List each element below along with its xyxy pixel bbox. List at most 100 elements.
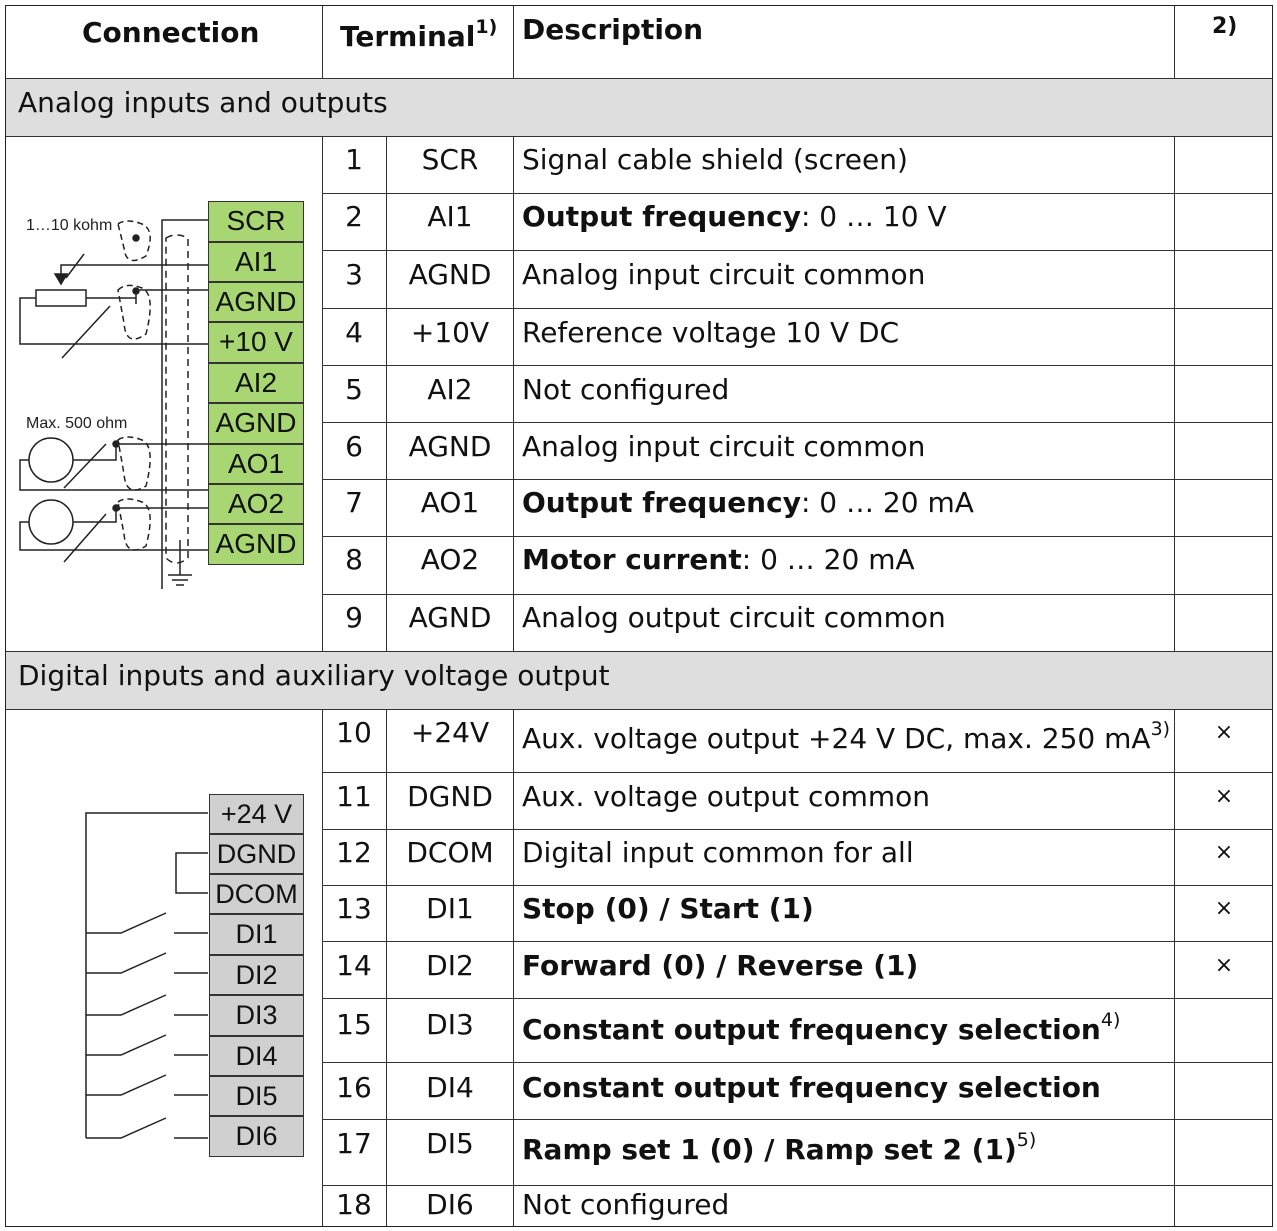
terminal-block-scr: SCR xyxy=(208,201,304,242)
row-description-text: Not configured xyxy=(522,373,730,406)
row-description-bold: Output frequency xyxy=(522,486,801,519)
row-description: Not configured xyxy=(522,374,729,406)
terminal-block-ai2: AI2 xyxy=(208,363,304,403)
row-description: Motor current: 0 … 20 mA xyxy=(522,544,915,576)
row-description-text: Signal cable shield (screen) xyxy=(522,143,908,176)
switch-di1-icon xyxy=(86,912,208,934)
row-description: Analog input circuit common xyxy=(522,431,925,463)
row-terminal: SCR xyxy=(421,143,479,176)
row-description: Output frequency: 0 … 20 mA xyxy=(522,487,974,519)
rule-col-terminal xyxy=(513,136,514,651)
switch-di5-icon xyxy=(86,1074,208,1096)
row-description: Stop (0) / Start (1) xyxy=(522,893,814,925)
row-number: 13 xyxy=(336,892,372,925)
ao1-return xyxy=(19,459,208,491)
pot-wire-left xyxy=(19,297,208,345)
row-number: 14 xyxy=(336,949,372,982)
rule-row xyxy=(322,1185,1272,1186)
rule-col-num xyxy=(386,709,387,1226)
row-description: Output frequency: 0 … 10 V xyxy=(522,201,947,233)
row-terminal: AI2 xyxy=(427,373,473,406)
switch-di2-icon xyxy=(86,952,208,974)
row-number: 1 xyxy=(345,143,363,176)
rule-row xyxy=(322,422,1272,423)
row-number: 10 xyxy=(336,716,372,749)
terminal-block-dgnd: DGND xyxy=(209,834,304,874)
pot-wire-right xyxy=(86,297,137,304)
row-description: Digital input common for all xyxy=(522,837,914,869)
row-number: 12 xyxy=(336,836,372,869)
row-number: 2 xyxy=(345,200,363,233)
switch-di6-icon xyxy=(86,1117,208,1139)
meter-1-icon xyxy=(28,437,74,483)
row-description-text: Aux. voltage output +24 V DC, max. 250 m… xyxy=(522,722,1151,755)
row-description-text: Analog input circuit common xyxy=(522,430,926,463)
shield-loop xyxy=(165,234,189,564)
terminal-block-dcom: DCOM xyxy=(209,874,304,914)
rule-row xyxy=(322,998,1272,999)
switch-di3-icon xyxy=(86,994,208,1016)
row-number: 7 xyxy=(345,486,363,519)
rule-row xyxy=(322,365,1272,366)
ground-icon xyxy=(168,540,192,586)
row-terminal: DI6 xyxy=(426,1188,474,1221)
row-description-text: Reference voltage 10 V DC xyxy=(522,316,900,349)
aux-24v-wire xyxy=(85,812,208,1138)
rule-row xyxy=(322,193,1272,194)
row-number: 4 xyxy=(345,316,363,349)
header-terminal: Terminal1) xyxy=(340,18,497,54)
twisted-pair-1 xyxy=(117,220,151,262)
row-description: Constant output frequency selection xyxy=(522,1072,1101,1104)
rule-row xyxy=(322,885,1272,886)
row-footnote: 5) xyxy=(1016,1129,1037,1151)
rule-row xyxy=(322,829,1272,830)
row-description-text: Analog output circuit common xyxy=(522,601,946,634)
row-mark: × xyxy=(1214,720,1234,745)
terminal-block-di6: DI6 xyxy=(209,1116,304,1157)
row-number: 11 xyxy=(336,780,372,813)
potentiometer-icon xyxy=(35,289,87,307)
rule-analog-section-bottom xyxy=(6,136,1272,137)
rule-col-terminal xyxy=(513,709,514,1226)
meter-2-icon xyxy=(28,499,74,545)
rule-row xyxy=(322,941,1272,942)
row-description-bold: Motor current xyxy=(522,543,742,576)
header-connection: Connection xyxy=(82,16,260,49)
row-description-text: Not configured xyxy=(522,1188,730,1221)
digital-wiring-diagram xyxy=(85,812,208,1139)
rule-row xyxy=(322,250,1272,251)
row-terminal: DGND xyxy=(407,780,493,813)
row-description: Signal cable shield (screen) xyxy=(522,144,908,176)
header-col4-note: 2) xyxy=(1212,14,1238,39)
row-number: 16 xyxy=(336,1071,372,1104)
row-terminal: AGND xyxy=(408,258,492,291)
switch-di4-icon xyxy=(86,1034,208,1056)
terminal-block-ai1: AI1 xyxy=(208,242,304,282)
row-number: 6 xyxy=(345,430,363,463)
terminal-block-di3: DI3 xyxy=(209,995,304,1036)
ao1-wire xyxy=(73,443,208,461)
rule-row xyxy=(322,1119,1272,1120)
row-description: Aux. voltage output +24 V DC, max. 250 m… xyxy=(522,720,1170,755)
row-mark: × xyxy=(1214,784,1234,809)
row-description: Analog output circuit common xyxy=(522,602,946,634)
row-description-text: : 0 … 20 mA xyxy=(741,543,915,576)
terminal-block-di4: DI4 xyxy=(209,1036,304,1076)
shield-wire xyxy=(161,219,208,589)
row-mark: × xyxy=(1214,840,1234,865)
row-description: Ramp set 1 (0) / Ramp set 2 (1)5) xyxy=(522,1131,1036,1166)
row-terminal: +10V xyxy=(410,316,490,349)
ai1-wire xyxy=(60,264,208,280)
row-mark: × xyxy=(1214,953,1234,978)
row-description: Analog input circuit common xyxy=(522,259,925,291)
row-description: Aux. voltage output common xyxy=(522,781,930,813)
row-number: 9 xyxy=(345,601,363,634)
row-description-bold: Forward (0) / Reverse (1) xyxy=(522,949,919,982)
rule-col-connection xyxy=(322,136,323,651)
ao2-wire xyxy=(73,507,208,523)
row-description: Not configured xyxy=(522,1189,729,1221)
rule-col-terminal xyxy=(513,6,514,78)
row-description-bold: Stop (0) / Start (1) xyxy=(522,892,814,925)
terminal-block-10v: +10 V xyxy=(208,322,304,363)
twisted-pair-4 xyxy=(117,498,151,551)
